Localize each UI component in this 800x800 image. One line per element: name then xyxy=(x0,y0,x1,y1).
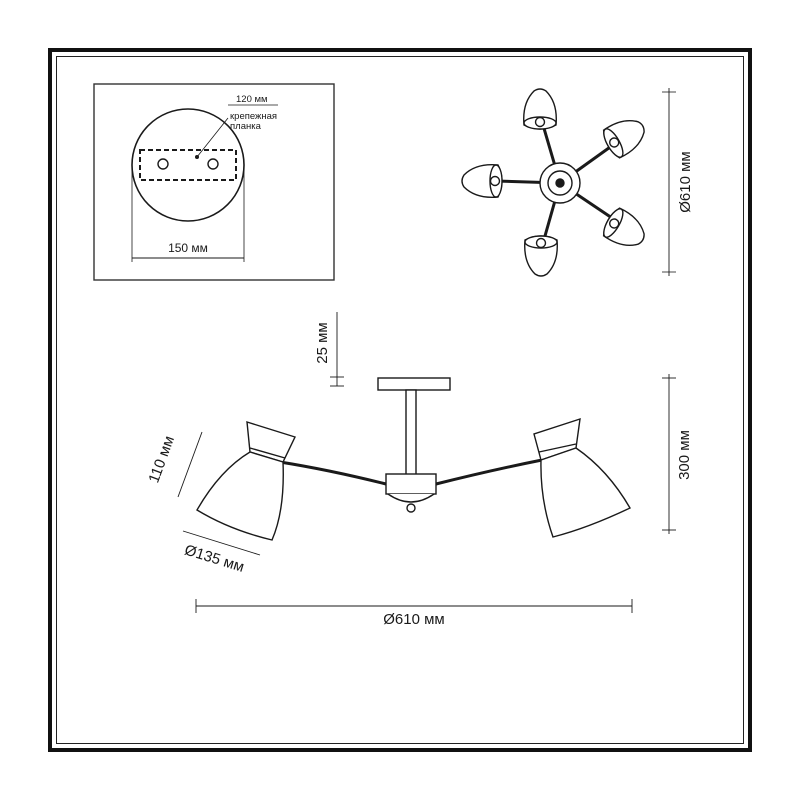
side-arm-left xyxy=(279,460,387,486)
shade-height-dim-line xyxy=(177,431,203,498)
screw-hole-left xyxy=(157,158,169,170)
overall-width-label: Ø610 мм xyxy=(383,611,445,628)
canopy-diameter-label: 150 мм xyxy=(168,241,208,255)
shade-height-label: 110 мм xyxy=(145,434,178,486)
side-arm-right xyxy=(435,458,543,486)
canopy-disc xyxy=(131,108,245,222)
slot-width-label: 120 мм xyxy=(236,94,268,105)
side-rod xyxy=(405,389,417,477)
mount-plate-inset: 120 мм крепежная планка 150 мм xyxy=(93,83,335,281)
side-shade-left xyxy=(196,421,296,541)
side-view xyxy=(196,377,631,541)
top-shade-5 xyxy=(599,205,652,255)
bracket-leader-line xyxy=(196,117,229,158)
mounting-bracket xyxy=(139,149,237,181)
top-view xyxy=(461,88,652,277)
canopy-height-label: 25 мм xyxy=(314,322,331,363)
bracket-label-line2: планка xyxy=(230,121,262,132)
top-shade-4 xyxy=(524,235,558,277)
inner-frame xyxy=(56,56,744,744)
side-finial xyxy=(406,503,416,513)
overall-height-label: 300 мм xyxy=(676,430,693,480)
top-shade-3 xyxy=(461,164,503,198)
top-shade-1 xyxy=(523,88,557,130)
side-canopy xyxy=(377,377,451,391)
bracket-label-line1: крепежная xyxy=(230,111,277,122)
side-body xyxy=(385,473,437,495)
screw-hole-right xyxy=(207,158,219,170)
side-shade-right xyxy=(533,417,631,538)
side-dimensions xyxy=(177,312,676,613)
top-diameter-label: Ø610 мм xyxy=(677,151,694,213)
shade-diameter-dim-line xyxy=(182,530,261,556)
top-shade-2 xyxy=(599,111,652,161)
shade-diameter-label: Ø135 мм xyxy=(182,542,246,576)
side-finial-cup xyxy=(387,493,435,503)
outer-frame xyxy=(48,48,752,752)
